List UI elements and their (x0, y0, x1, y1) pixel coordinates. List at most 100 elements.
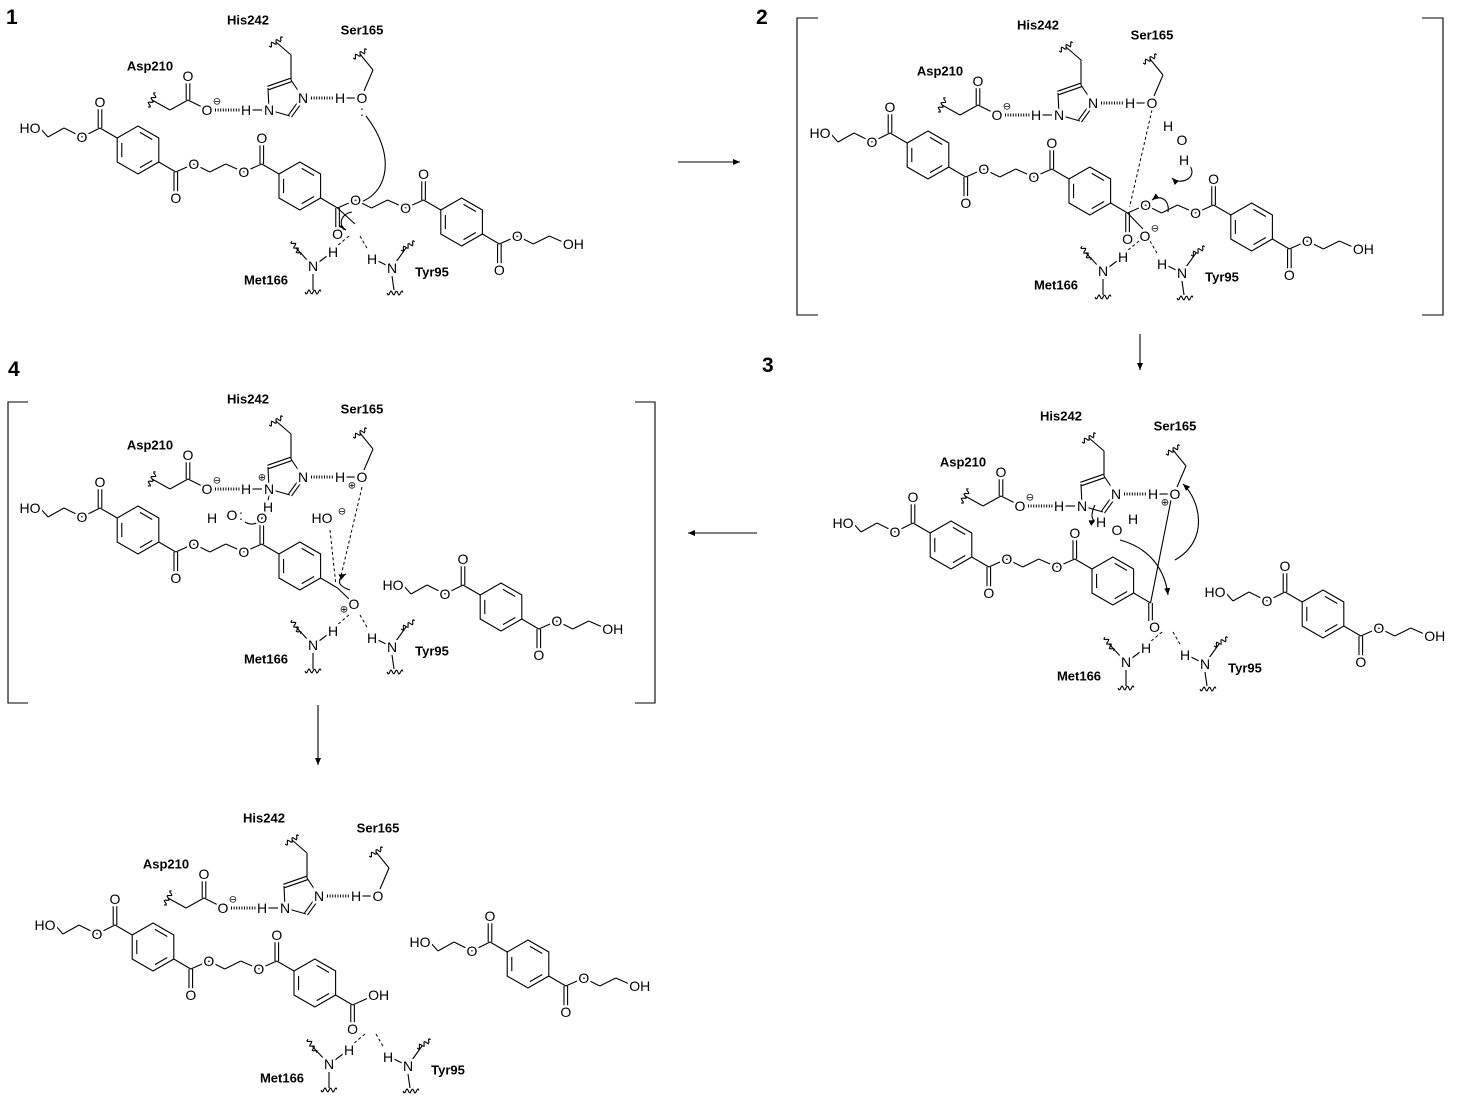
bond (471, 941, 491, 952)
bracket-left-4 (7, 401, 28, 704)
double-bond (291, 98, 305, 118)
panel1-pet-ester-oxygen: O (350, 192, 361, 208)
bond (290, 79, 304, 99)
aromatic-bond (1091, 172, 1105, 181)
panel4-tyr-wavy-icon (386, 669, 404, 675)
bond (187, 478, 205, 488)
panel3-pet-carbonyl-oxygen: O (983, 585, 994, 601)
panel4-pet-ring (116, 505, 160, 555)
panel4-positive-charge: ⊕ (348, 481, 356, 492)
panel4-product-pet-ester-oxygen: O (440, 586, 451, 602)
bond (267, 494, 270, 502)
panel4-asp-oxygen: O (183, 447, 194, 463)
aromatic-bond (952, 555, 966, 564)
panel3-met-nitrogen: N (1121, 654, 1131, 670)
panel2-water-hydrogen: H (1163, 118, 1173, 134)
bond (1080, 483, 1083, 507)
bond (462, 584, 481, 596)
bond (405, 199, 424, 209)
bond (959, 104, 979, 116)
panel2-pet-ester-oxygen: O (1302, 233, 1313, 249)
panel-number-2: 2 (756, 6, 768, 29)
double-bond (1081, 103, 1095, 123)
panel2-water-arrow-icon (1171, 165, 1193, 186)
bond (158, 161, 177, 173)
bond (876, 522, 896, 533)
bond (556, 620, 574, 630)
panel2-tyr-hydrogen: H (1157, 256, 1167, 272)
panel3-pet-ester-oxygen: O (890, 524, 901, 540)
panel2-oxyanion: O (1140, 228, 1151, 244)
bond (894, 522, 914, 533)
panel3-tyr-wavy-icon (1199, 686, 1217, 692)
bond (243, 543, 263, 553)
panel4-met-wavy-icon (304, 668, 322, 674)
bond (261, 163, 280, 175)
bond (1360, 627, 1380, 637)
bond (982, 495, 1002, 507)
bond (377, 639, 387, 645)
panel2-tyr-wavy-icon (1176, 295, 1194, 301)
bond (1190, 656, 1200, 662)
bond (337, 587, 353, 603)
panel4-product-pet-carbonyl-oxygen: O (533, 647, 544, 663)
bond (1131, 651, 1141, 659)
oxyanion-hbond (359, 614, 369, 630)
double-bond (267, 77, 291, 87)
final-his-wavy-icon (284, 834, 299, 846)
panel2-pet-carbonyl-oxygen: O (1284, 267, 1295, 283)
bond (173, 958, 192, 970)
bracket-right-4 (635, 401, 656, 704)
bond (169, 478, 189, 490)
bond (209, 543, 227, 553)
oxyanion-hbond (359, 235, 369, 251)
bond (158, 541, 177, 553)
bond (359, 53, 374, 71)
bond (1150, 489, 1174, 604)
bond (1108, 260, 1118, 268)
bond (185, 897, 205, 909)
aromatic-bond (1324, 624, 1338, 633)
bond (565, 977, 585, 987)
aromatic-bond (154, 928, 168, 937)
panel1-tyr-nitrogen: N (387, 260, 397, 276)
double-bond (1081, 477, 1105, 487)
bond (988, 558, 1008, 568)
bond (971, 556, 990, 568)
panel2-pet-ester-oxygen: O (1028, 169, 1039, 185)
bond (453, 941, 473, 952)
bond (318, 634, 328, 642)
bracket-left-2 (796, 17, 818, 316)
panel4-ser-wavy-icon (352, 427, 367, 439)
panel3-label-met166: Met166 (1057, 669, 1101, 684)
bond (1145, 204, 1162, 214)
bond (393, 1058, 403, 1064)
bond (499, 235, 518, 245)
panel1-tyr-wavy-icon (386, 290, 404, 296)
bond (1038, 558, 1058, 568)
bond (337, 207, 356, 225)
bond (444, 584, 464, 595)
panel4-pet-carbonyl-oxygen: O (256, 510, 267, 526)
panel3-met-wavy-icon (1103, 636, 1115, 651)
panel2-met-nitrogen: N (1098, 263, 1108, 279)
final-pet-ring (293, 958, 337, 1008)
panel3-product-pet-ester-oxygen: O (1262, 593, 1273, 609)
aromatic-bond (952, 526, 966, 535)
bond (1208, 643, 1220, 659)
panel2-pet-carbonyl-oxygen: O (1122, 231, 1133, 247)
final-his-hydrogen: H (257, 900, 267, 916)
panel2-negative-charge: ⊖ (1151, 224, 1159, 235)
panel4-tyr-wavy-icon (400, 619, 415, 631)
bond (1307, 240, 1324, 250)
panel4-pet-carbonyl-oxygen: O (170, 570, 181, 586)
panel3-pet-hydroxyl: HO (833, 515, 854, 531)
bond (1289, 240, 1308, 250)
bond (948, 166, 967, 178)
panel1-asp-oxygen-anion: O (202, 102, 213, 118)
bond (275, 41, 292, 56)
forming-bond (329, 529, 337, 583)
double-bond (283, 875, 307, 885)
bond (363, 448, 374, 471)
